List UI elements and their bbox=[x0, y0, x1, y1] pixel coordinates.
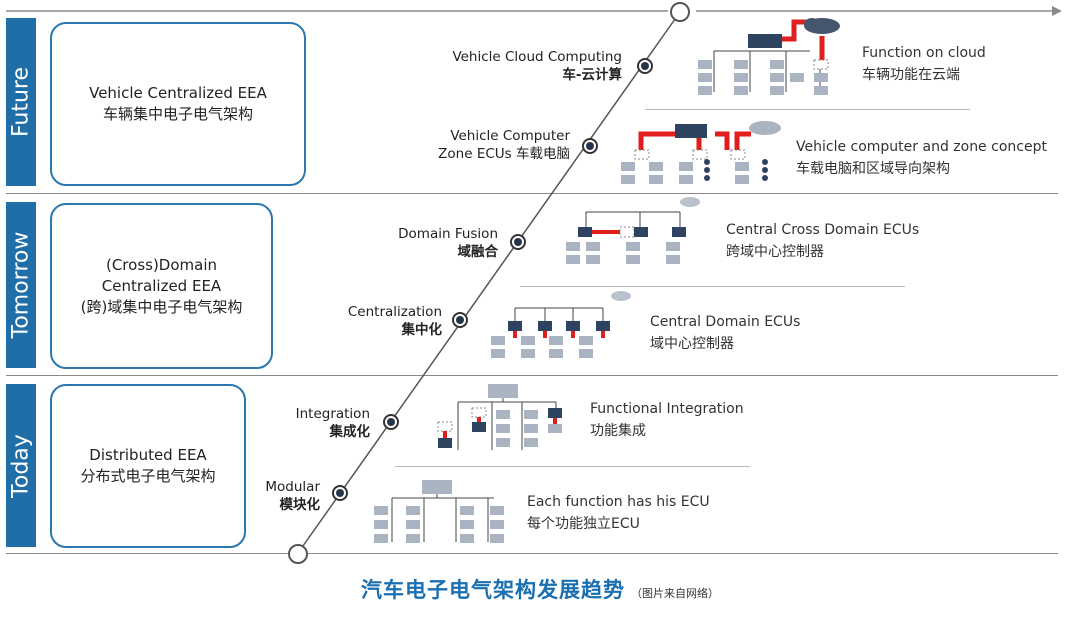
band-today: Today bbox=[6, 384, 36, 547]
era-box-distributed: Distributed EEA 分布式电子电气架构 bbox=[50, 384, 246, 548]
stage-node-integration bbox=[383, 414, 399, 430]
diagram-each-function-ecu bbox=[374, 480, 504, 543]
separator-cloud-vc bbox=[645, 109, 970, 110]
separator-tomorrow-today bbox=[6, 375, 1058, 376]
figure-caption: 汽车电子电气架构发展趋势 （图片来自网络） bbox=[0, 574, 1080, 604]
era-line: Vehicle Centralized EEA bbox=[89, 84, 267, 102]
stage-node-vehicle-computer bbox=[582, 138, 598, 154]
era-box-domain-centralized: (Cross)Domain Centralized EEA (跨)域集中电子电气… bbox=[50, 203, 273, 369]
separator-bottom bbox=[6, 553, 1058, 554]
separator-df-ce bbox=[520, 286, 905, 287]
diagram-central-domain bbox=[491, 291, 631, 358]
stage-node-centralization bbox=[452, 312, 468, 328]
band-tomorrow: Tomorrow bbox=[6, 202, 36, 368]
stage-node-domain-fusion bbox=[510, 234, 526, 250]
era-line: Distributed EEA bbox=[89, 446, 207, 464]
diagram-cross-domain bbox=[566, 197, 700, 264]
stage-node-cloud bbox=[637, 58, 653, 74]
era-line: 车辆集中电子电气架构 bbox=[102, 105, 253, 123]
top-arrow-line bbox=[6, 6, 1062, 16]
era-line: (跨)域集中电子电气架构 bbox=[80, 297, 243, 316]
diagram-vehicle-computer-zone bbox=[621, 121, 781, 184]
era-line: (Cross)Domain bbox=[105, 255, 218, 274]
diagram-functional-integration bbox=[437, 384, 562, 450]
era-line: Centralized EEA bbox=[101, 276, 222, 295]
band-future: Future bbox=[6, 18, 36, 186]
timeline-end-node bbox=[670, 2, 690, 22]
separator-future-tomorrow bbox=[6, 193, 1058, 194]
caption-sub: （图片来自网络） bbox=[631, 587, 719, 600]
diagram-cloud-architecture bbox=[698, 18, 840, 95]
caption-main: 汽车电子电气架构发展趋势 bbox=[361, 578, 625, 602]
era-box-vehicle-centralized: Vehicle Centralized EEA 车辆集中电子电气架构 bbox=[50, 22, 306, 186]
separator-int-mod bbox=[395, 466, 750, 467]
timeline-start-node bbox=[288, 544, 308, 564]
era-line: 分布式电子电气架构 bbox=[80, 467, 216, 485]
stage-node-modular bbox=[332, 485, 348, 501]
